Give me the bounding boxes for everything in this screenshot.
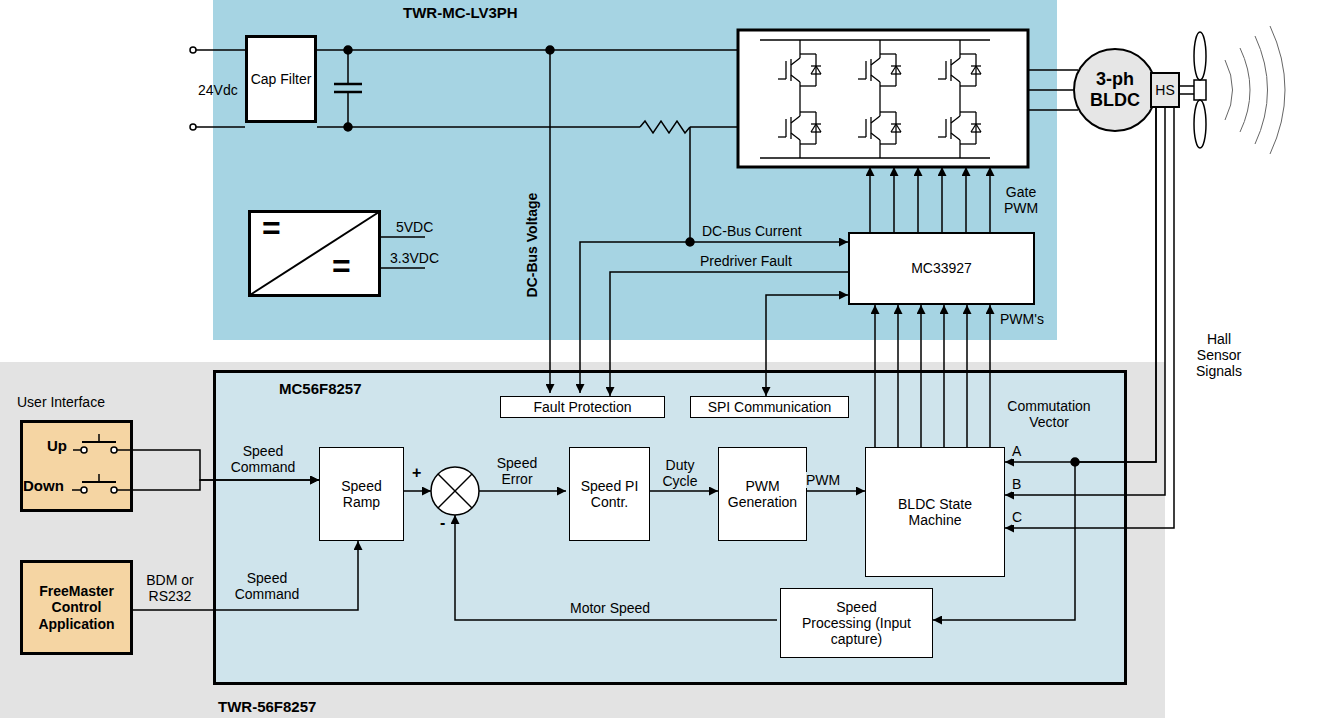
inverter-box — [738, 30, 1028, 167]
node-text: = — [332, 248, 351, 285]
signal-label: 5VDC — [396, 219, 433, 235]
function-box: Fault Protection — [500, 396, 665, 418]
signal-connector — [133, 541, 358, 610]
node-text: Speed Processing (Input capture) — [802, 599, 912, 647]
signal-connector — [133, 480, 319, 490]
node-text: Down — [23, 477, 64, 494]
process-box: Speed Ramp — [319, 447, 404, 541]
connector-label: B — [1012, 476, 1021, 492]
process-box: Speed PI Contr. — [569, 447, 650, 541]
signal-connector — [989, 305, 991, 447]
node-text: MC56F8257 — [279, 380, 362, 397]
connector-label: Speed Command — [226, 443, 300, 475]
node-text: Up — [47, 437, 67, 454]
connector-label: A — [1012, 443, 1021, 459]
board-ground — [213, 0, 1057, 340]
connector-label: Duty Cycle — [652, 457, 708, 489]
signal-connector — [807, 490, 865, 492]
signal-label: 24Vdc — [198, 82, 238, 98]
converter-ground — [248, 210, 381, 297]
predriver-chip: MC33927 — [848, 232, 1035, 305]
signal-connector — [766, 295, 848, 396]
signal-label: Gate PWM — [998, 184, 1044, 216]
signal-label: Speed Error — [490, 455, 544, 487]
node-text: = — [262, 210, 281, 247]
signal-label: + — [412, 464, 421, 482]
node-text: Speed PI Contr. — [577, 478, 643, 510]
hall-sensor-box: HS — [1150, 72, 1180, 108]
signal-label: Commutation Vector — [1004, 398, 1094, 430]
signal-label: 3.3VDC — [390, 250, 439, 266]
process-box: PWM Generation — [718, 447, 807, 541]
airflow — [1225, 26, 1285, 154]
node-text: Fault Protection — [533, 399, 631, 415]
connector-label: PWM — [806, 472, 840, 488]
node-text: Cap Filter — [251, 71, 312, 87]
fan — [1180, 32, 1206, 148]
node-text: SPI Communication — [708, 399, 832, 415]
signal-connector — [874, 305, 876, 447]
signal-label: - — [440, 514, 445, 532]
node-text: PWM Generation — [724, 478, 802, 510]
igbt-bridge — [760, 40, 990, 158]
board-panel: TWR-56F8257 MC56F8257Fault Protection SPI … — [0, 362, 1165, 718]
signal-connector — [650, 490, 718, 492]
signal-connector — [897, 305, 899, 447]
state-machine-box: BLDC State Machine — [865, 447, 1005, 577]
signal-connector — [966, 305, 968, 447]
signal-label: PWM's — [1000, 311, 1044, 327]
connector-label: C — [1012, 509, 1022, 525]
node-text: TWR-56F8257 — [218, 698, 316, 715]
motor-circle: 3-ph BLDC — [1073, 48, 1157, 132]
board-panel: TWR-MC-LV3PHCap Filter==MC33927 — [213, 0, 1057, 340]
function-box: SPI Communication — [690, 396, 849, 418]
host-app-box: FreeMaster Control Application — [20, 560, 133, 655]
process-box: Speed Processing (Input capture) — [780, 588, 933, 658]
node-text: Speed Ramp — [327, 478, 397, 510]
panel-ground — [20, 420, 133, 512]
user-interface-box: User InterfaceUpDown — [20, 420, 133, 512]
signal-label: Hall Sensor Signals — [1188, 331, 1250, 379]
signal-label: DC-Bus Voltage — [524, 190, 540, 300]
node-text: 3-ph BLDC — [1085, 69, 1145, 110]
connector-label: Speed Command — [230, 570, 304, 602]
mcu-box: MC56F8257Fault Protection SPI Communicati… — [213, 370, 1127, 685]
switches — [72, 434, 133, 493]
node-text: User Interface — [17, 394, 105, 410]
signal-connector — [920, 305, 922, 447]
connector-label: Predriver Fault — [700, 253, 792, 269]
signal-label: DC-Bus Current — [702, 223, 802, 239]
node-text: HS — [1155, 82, 1174, 98]
signal-connector — [943, 305, 945, 447]
signal-label: Motor Speed — [570, 600, 650, 616]
signal-connector — [610, 272, 848, 396]
node-text: BLDC State Machine — [890, 496, 980, 528]
filter-box: Cap Filter — [245, 35, 317, 123]
signal-label: BDM or RS232 — [140, 572, 200, 604]
node-text: FreeMaster Control Application — [27, 583, 127, 631]
node-text: TWR-MC-LV3PH — [403, 4, 518, 21]
node-text: MC33927 — [911, 260, 972, 276]
converter-box: == — [248, 210, 381, 297]
